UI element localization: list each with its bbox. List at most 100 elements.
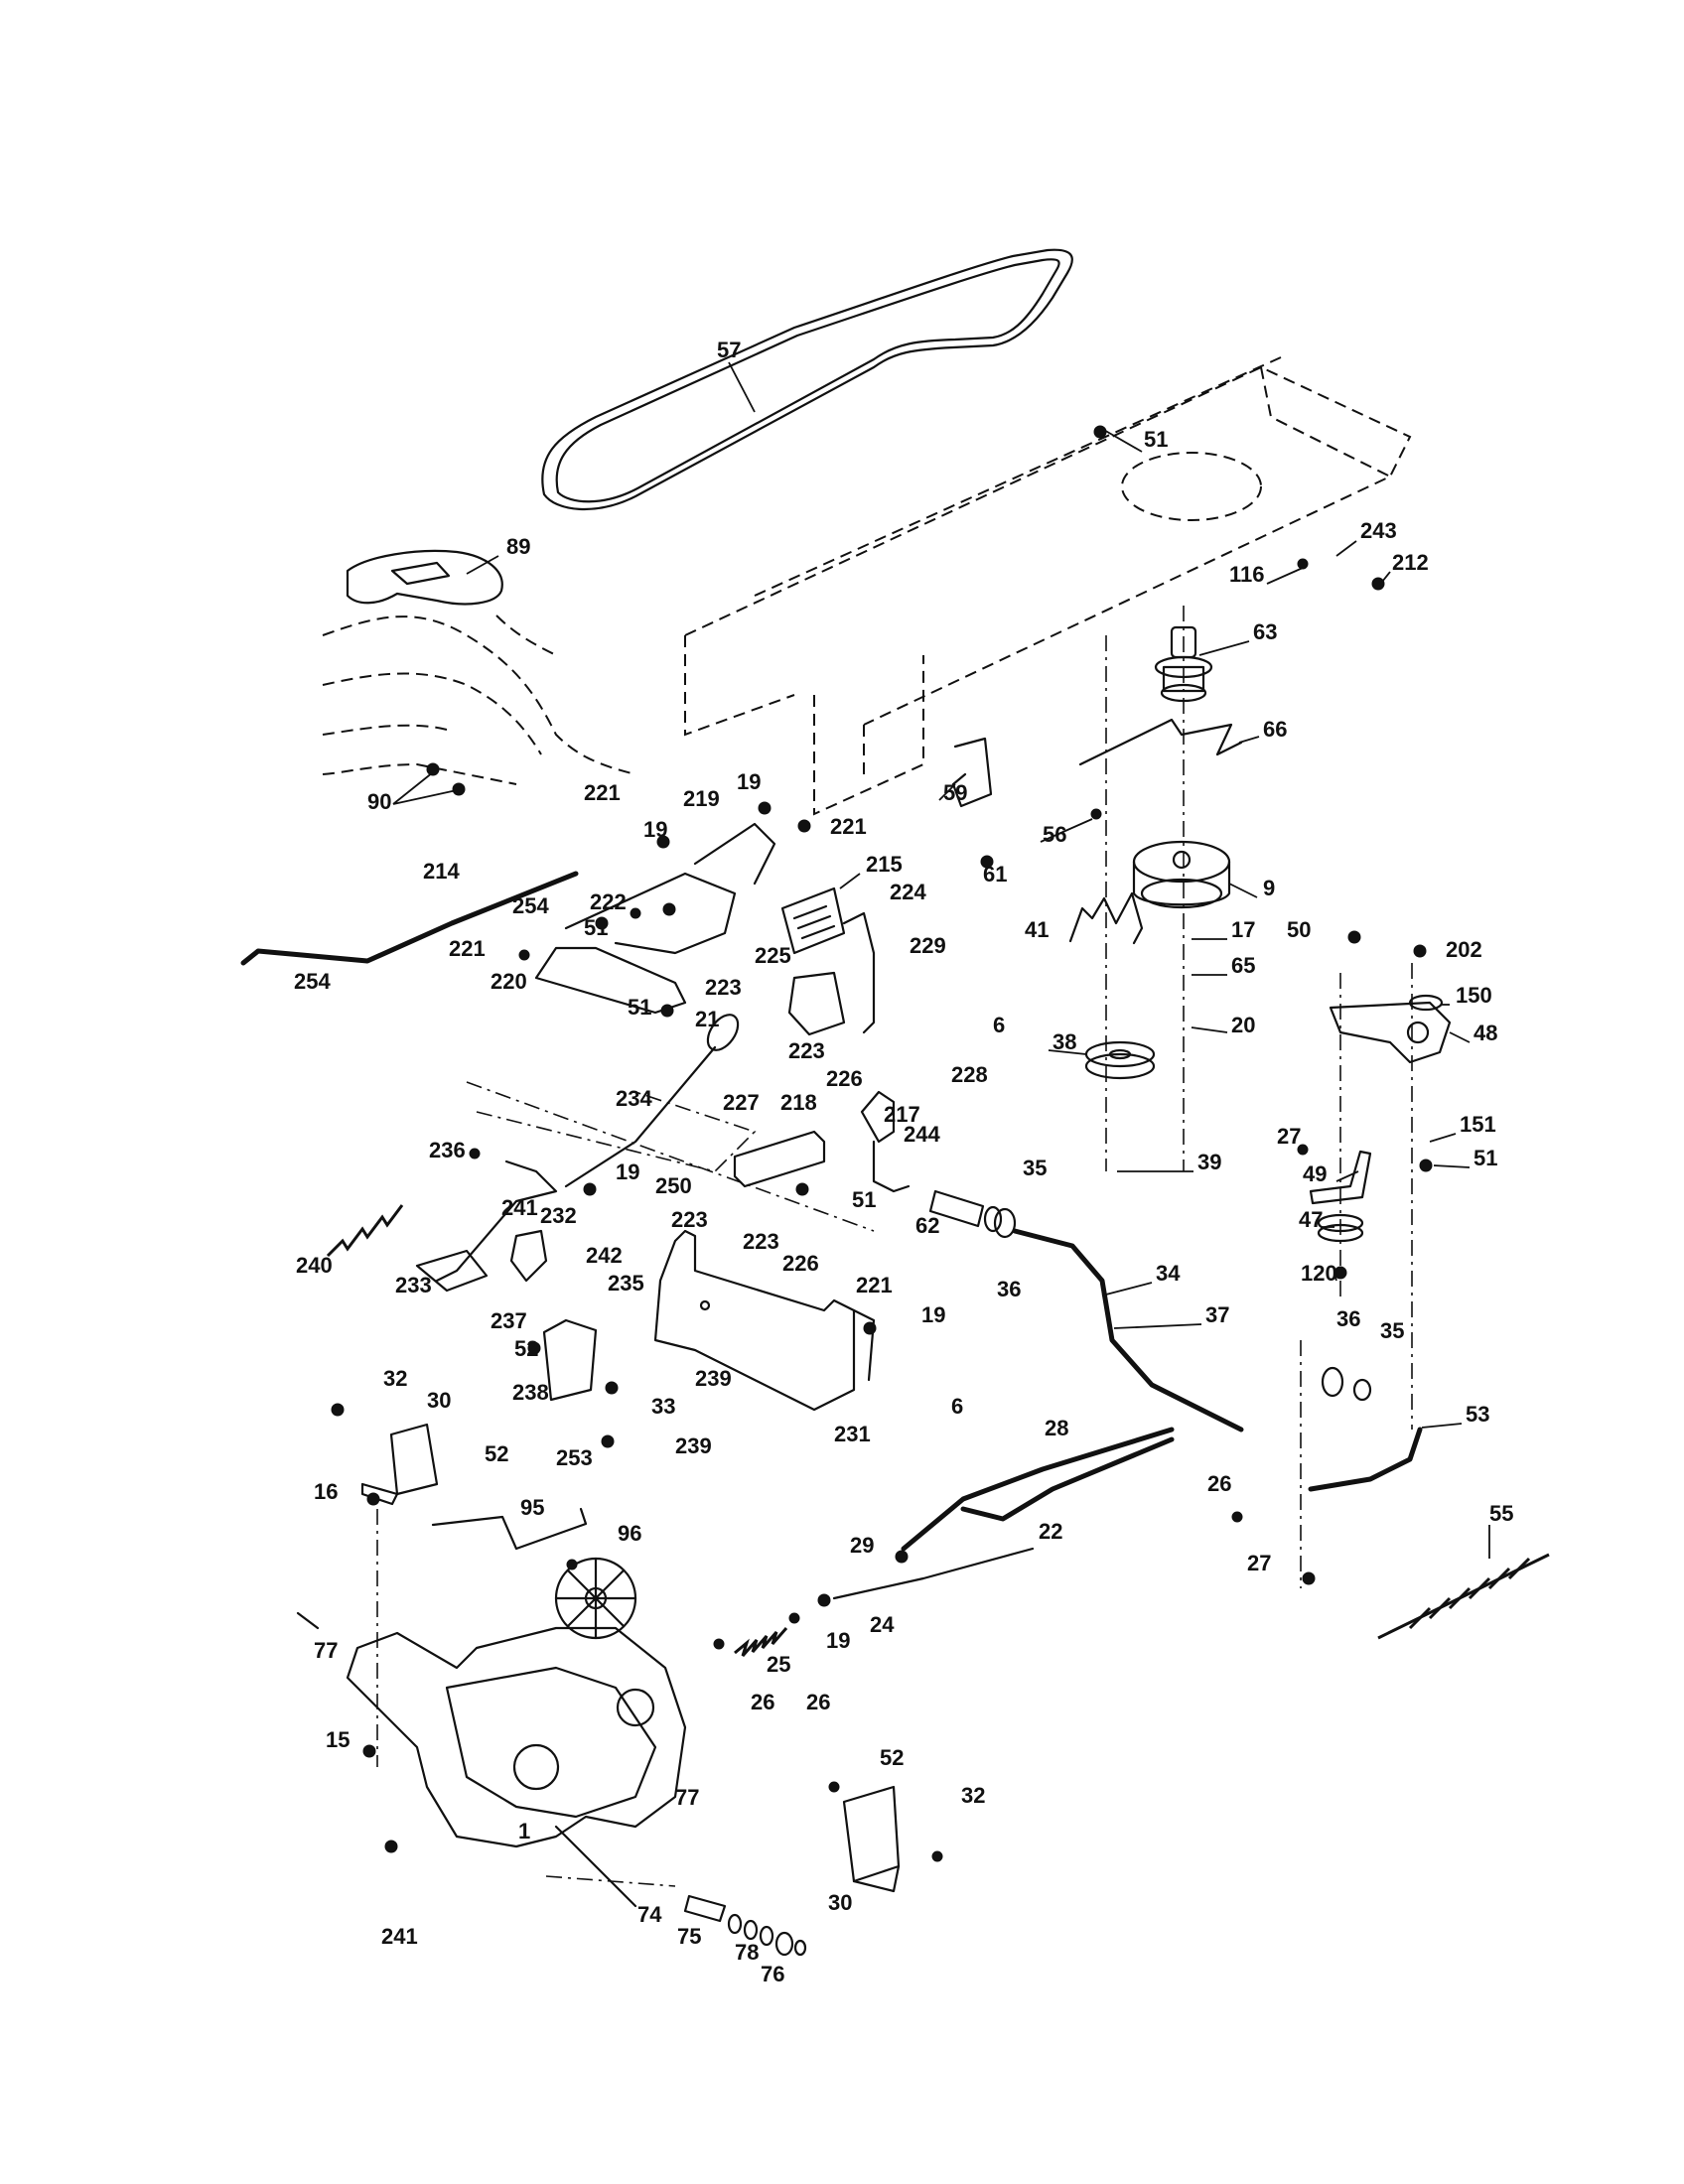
callout-21: 21: [695, 1007, 719, 1031]
rod-28: [901, 1427, 1175, 1552]
callout-56: 56: [1043, 822, 1066, 847]
rod-24: [832, 1547, 1035, 1600]
transaxle-1: [296, 1557, 687, 1908]
pulley-47: [1317, 1213, 1364, 1243]
callout-226: 226: [826, 1066, 863, 1091]
bracket-59: [951, 737, 993, 808]
callout-30: 30: [427, 1388, 451, 1413]
callout-22: 22: [1039, 1519, 1062, 1544]
callout-9: 9: [1263, 876, 1275, 900]
callout-15: 15: [326, 1727, 350, 1752]
plate-30-bottom: [842, 1785, 901, 1893]
callout-218: 218: [780, 1090, 817, 1115]
callout-76: 76: [761, 1962, 784, 1986]
callout-227: 227: [723, 1090, 760, 1115]
spacer-150: [1408, 994, 1444, 1012]
callout-229: 229: [910, 933, 946, 958]
callout-66: 66: [1263, 717, 1287, 742]
callout-53: 53: [1466, 1402, 1489, 1427]
callout-221: 221: [449, 936, 486, 961]
callout-238: 238: [512, 1380, 549, 1405]
callout-51: 51: [1144, 427, 1168, 452]
callout-27: 27: [1247, 1551, 1271, 1575]
callout-26: 26: [751, 1690, 774, 1714]
callout-239: 239: [675, 1433, 712, 1458]
callout-254: 254: [512, 893, 549, 918]
callout-52: 52: [485, 1441, 508, 1466]
callout-19: 19: [826, 1628, 850, 1653]
callout-240: 240: [296, 1253, 333, 1278]
callout-231: 231: [834, 1422, 871, 1446]
callout-51: 51: [584, 915, 608, 940]
callout-32: 32: [961, 1783, 985, 1808]
bracket-48: [1329, 1001, 1452, 1064]
callout-223: 223: [671, 1207, 708, 1232]
callout-222: 222: [590, 889, 627, 914]
axle-parts-74: [683, 1894, 807, 1957]
callout-242: 242: [586, 1243, 623, 1268]
callout-228: 228: [951, 1062, 988, 1087]
bracket-233: [415, 1229, 548, 1293]
callout-27: 27: [1277, 1124, 1301, 1149]
knob-21: [706, 1014, 740, 1051]
callout-35: 35: [1380, 1318, 1404, 1343]
callout-52: 52: [514, 1336, 538, 1361]
pedal-217: [860, 1090, 911, 1193]
callout-39: 39: [1197, 1150, 1221, 1174]
callout-221: 221: [856, 1273, 893, 1297]
callout-234: 234: [616, 1086, 652, 1111]
plate-30-top: [360, 1423, 439, 1506]
callout-61: 61: [983, 862, 1007, 887]
callout-120: 120: [1301, 1261, 1337, 1286]
callout-78: 78: [735, 1940, 759, 1965]
drive-belt-57: [541, 248, 1073, 511]
callout-28: 28: [1045, 1416, 1068, 1440]
callout-32: 32: [383, 1366, 407, 1391]
callout-51: 51: [852, 1187, 876, 1212]
callout-243: 243: [1360, 518, 1397, 543]
callout-232: 232: [540, 1203, 577, 1228]
bracket-225: [787, 971, 846, 1036]
callout-52: 52: [880, 1745, 904, 1770]
callout-20: 20: [1231, 1013, 1255, 1037]
callout-26: 26: [806, 1690, 830, 1714]
callout-212: 212: [1392, 550, 1429, 575]
callout-233: 233: [395, 1273, 432, 1297]
callout-35: 35: [1023, 1156, 1047, 1180]
callout-19: 19: [737, 769, 761, 794]
callout-250: 250: [655, 1173, 692, 1198]
callout-16: 16: [314, 1479, 338, 1504]
shift-arm-95: [431, 1507, 588, 1551]
callout-36: 36: [1336, 1306, 1360, 1331]
callout-29: 29: [850, 1533, 874, 1558]
callout-221: 221: [830, 814, 867, 839]
callout-49: 49: [1303, 1161, 1327, 1186]
callout-47: 47: [1299, 1207, 1323, 1232]
callout-202: 202: [1446, 937, 1482, 962]
callout-17: 17: [1231, 917, 1255, 942]
callout-51: 51: [1474, 1146, 1497, 1170]
callout-41: 41: [1025, 917, 1049, 942]
callout-30: 30: [828, 1890, 852, 1915]
callout-89: 89: [506, 534, 530, 559]
callout-33: 33: [651, 1394, 675, 1419]
pad-89: [346, 549, 503, 606]
callout-219: 219: [683, 786, 720, 811]
callout-239: 239: [695, 1366, 732, 1391]
callout-19: 19: [921, 1302, 945, 1327]
tractor-frame: [684, 356, 1412, 816]
callout-59: 59: [943, 780, 967, 805]
callout-37: 37: [1205, 1302, 1229, 1327]
callout-1: 1: [518, 1819, 530, 1843]
rod-214: [240, 871, 579, 966]
rod-53: [1308, 1427, 1423, 1492]
callout-241: 241: [381, 1924, 418, 1949]
callout-38: 38: [1052, 1029, 1076, 1054]
callout-241: 241: [501, 1195, 538, 1220]
rod-234: [564, 1045, 717, 1188]
callout-51: 51: [628, 995, 651, 1020]
callout-223: 223: [788, 1038, 825, 1063]
center-lines: [376, 606, 1413, 1887]
